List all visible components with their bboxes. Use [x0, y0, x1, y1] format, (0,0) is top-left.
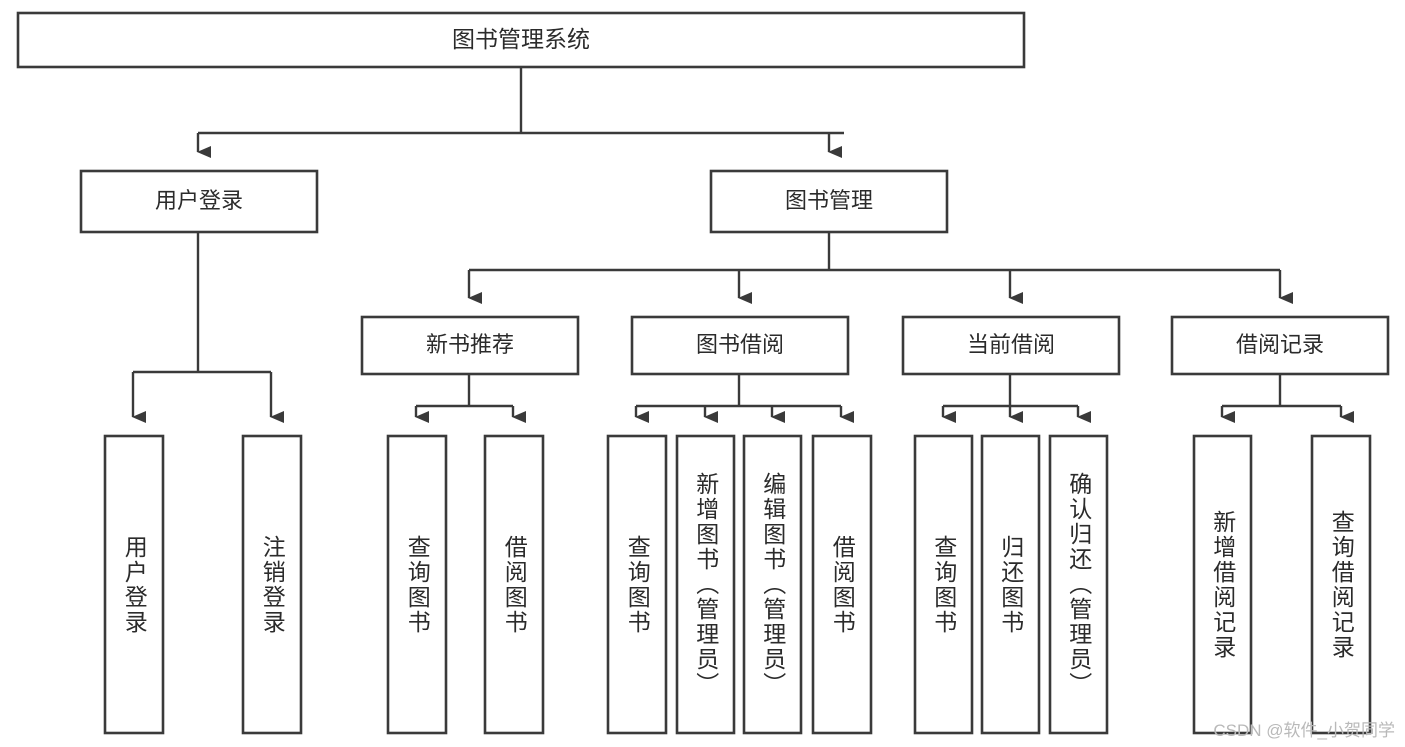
- connector-newbooks-to-leaves: [414, 374, 526, 423]
- node-current-borrow-label: 当前借阅: [967, 332, 1055, 357]
- leaf-box[interactable]: [675, 434, 736, 735]
- leaf-box[interactable]: [742, 434, 803, 735]
- node-book-management-label: 图书管理: [785, 188, 873, 213]
- leaf-box-group: [103, 434, 1372, 735]
- node-borrow-record[interactable]: 借阅记录: [1170, 315, 1390, 376]
- connector-currentborrow-to-leaves: [941, 374, 1091, 423]
- leaf-box[interactable]: [386, 434, 448, 735]
- leaf-box[interactable]: [241, 434, 303, 735]
- leaf-box[interactable]: [913, 434, 974, 735]
- leaf-box[interactable]: [811, 434, 873, 735]
- node-new-book-recommendation[interactable]: 新书推荐: [360, 315, 580, 376]
- connector-bookborrow-to-leaves: [634, 374, 854, 423]
- node-user-login-label: 用户登录: [155, 188, 243, 213]
- node-user-login[interactable]: 用户登录: [79, 169, 319, 234]
- connector-borrowrecord-to-leaves: [1220, 374, 1354, 423]
- node-book-management[interactable]: 图书管理: [709, 169, 949, 234]
- leaf-box[interactable]: [1048, 434, 1109, 735]
- leaf-box[interactable]: [103, 434, 165, 735]
- leaf-box[interactable]: [980, 434, 1041, 735]
- node-new-book-recommendation-label: 新书推荐: [426, 332, 514, 357]
- node-borrow-record-label: 借阅记录: [1236, 332, 1324, 357]
- connector-bookmgmt-to-level3: [467, 232, 1293, 304]
- leaf-box[interactable]: [606, 434, 668, 735]
- connector-root-to-level2: [196, 67, 844, 158]
- node-book-borrow[interactable]: 图书借阅: [630, 315, 850, 376]
- leaf-box[interactable]: [1192, 434, 1253, 735]
- leaf-box[interactable]: [1310, 434, 1372, 735]
- node-current-borrow[interactable]: 当前借阅: [901, 315, 1121, 376]
- leaf-box[interactable]: [483, 434, 545, 735]
- connector-userlogin-to-leaves: [131, 232, 284, 423]
- node-root-label: 图书管理系统: [452, 26, 590, 52]
- node-book-borrow-label: 图书借阅: [696, 332, 784, 357]
- node-root-book-management-system[interactable]: 图书管理系统: [16, 11, 1026, 69]
